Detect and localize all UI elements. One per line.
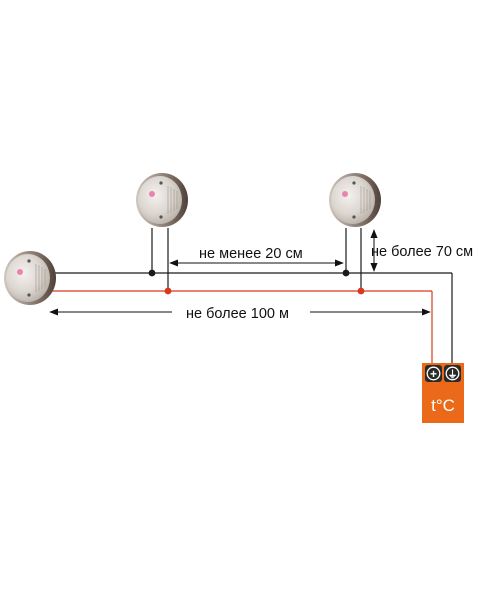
temperature-controller: + ⏚ t°C [422,363,464,423]
black-wire [52,228,453,365]
detector-led [149,191,155,197]
detector-led [17,269,23,275]
detector-grille [35,264,46,292]
max-length-label: не более 100 м [186,306,289,322]
ground-terminal-ring [445,366,460,381]
red-wire [50,228,433,365]
junction-dot-red [357,287,365,295]
junction-dot-red [164,287,172,295]
ground-icon: ⏚ [448,369,458,381]
plus-symbol: + [430,367,437,381]
detector-screw [27,259,31,263]
detector-left [4,251,56,305]
detector-grille [167,186,178,214]
detector-right [329,173,381,227]
detector-grille [360,186,371,214]
detector-screw [159,215,163,219]
junction-dot-black [148,269,156,277]
detector-screw [352,215,356,219]
detector-screw [352,181,356,185]
plus-terminal-ring [426,366,441,381]
max-length-label-bg [172,303,310,321]
detector-screw [159,181,163,185]
min-spacing-label-bg [190,245,316,261]
min-spacing-label: не менее 20 см [199,246,303,262]
detector-middle [136,173,188,227]
controller-display: t°C [431,396,455,415]
max-drop-label: не более 70 см [371,244,473,260]
detector-screw [27,293,31,297]
detector-led [342,191,348,197]
junction-dot-black [342,269,350,277]
